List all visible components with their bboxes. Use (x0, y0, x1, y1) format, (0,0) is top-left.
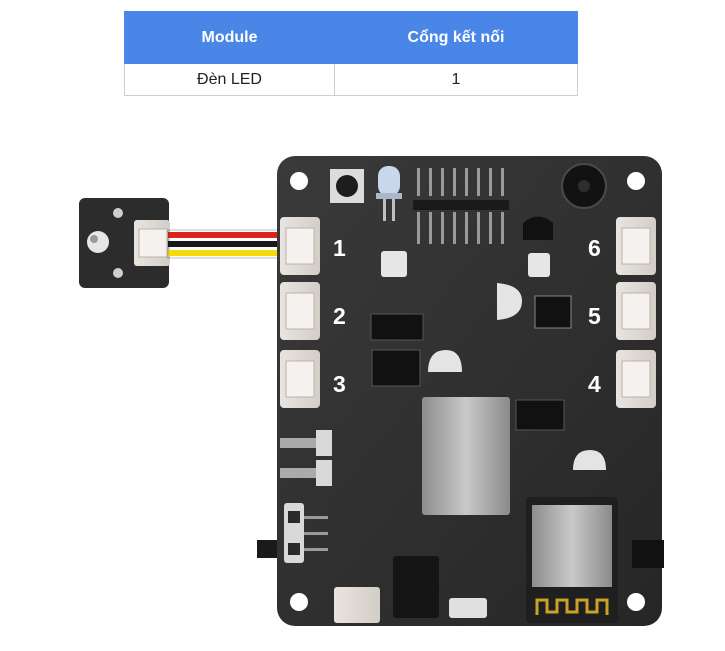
port-label-5: 5 (588, 303, 601, 329)
port-connectors (280, 217, 656, 408)
onboard-led (376, 166, 402, 221)
power-jack (393, 556, 439, 618)
ic-chips (370, 295, 572, 431)
pin-header (413, 168, 509, 244)
sensor-dome-top (497, 283, 522, 320)
table-header-row: Module Cổng kết nối (124, 11, 578, 64)
sensor-dome-mid (428, 350, 462, 372)
buzzer (561, 163, 607, 209)
port-label-4: 4 (588, 371, 601, 397)
usb-port (449, 598, 487, 618)
servo-pins (280, 430, 332, 486)
transistor (523, 216, 553, 240)
main-board: 1 2 3 4 5 6 (257, 156, 664, 626)
port-label-3: 3 (333, 371, 346, 397)
light-sensor-left (381, 251, 407, 277)
reset-button (330, 169, 364, 203)
connection-cable (167, 229, 279, 259)
connection-table: Module Cổng kết nối Đèn LED 1 (124, 11, 578, 96)
antenna-icon (535, 598, 609, 615)
header-module: Module (124, 11, 335, 64)
metal-shield (422, 397, 510, 515)
slide-switch (257, 503, 328, 563)
header-port: Cổng kết nối (334, 11, 578, 64)
light-sensor-right (528, 253, 550, 277)
cell-module-name: Đèn LED (124, 63, 335, 96)
wifi-module (526, 497, 618, 623)
cell-port-number: 1 (334, 63, 578, 96)
port-label-1: 1 (333, 235, 346, 261)
port-label-6: 6 (588, 235, 601, 261)
bottom-connector (334, 587, 380, 623)
led-bulb-icon (87, 231, 109, 253)
sensor-dome-bottom (573, 450, 606, 470)
led-module (79, 198, 170, 288)
side-button (632, 540, 664, 568)
port-label-2: 2 (333, 303, 346, 329)
table-row: Đèn LED 1 (124, 63, 578, 96)
